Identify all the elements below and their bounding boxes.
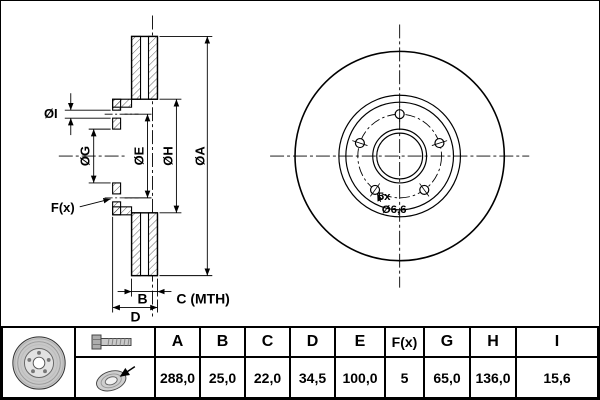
value-cell-i: 15,6: [543, 369, 571, 386]
dimension-table: A B C D E F(x) G H I 288,0 25,0 22,0 34,…: [1, 326, 599, 399]
bolt-icon: [76, 328, 156, 358]
value-cell-h: 136,0: [471, 358, 517, 397]
header-cell-c: C: [246, 328, 291, 358]
value-cell-c: 22,0: [246, 358, 291, 397]
header-cell-a: A: [156, 328, 201, 358]
brake-disc-icon-graphic: [11, 335, 66, 390]
dim-label-b: B: [137, 291, 147, 307]
value-cell-d: 34,5: [291, 358, 336, 397]
dim-label-fx: F(x): [51, 200, 75, 215]
brake-disc-icon: [3, 328, 76, 397]
header-cell-fx: F(x): [386, 328, 425, 358]
header-cell-i: I: [517, 328, 597, 358]
technical-drawing: ØA ØH ØE ØG ØI F(x): [44, 15, 530, 324]
header-cell-d: D: [291, 328, 336, 358]
dim-label-dia-h: ØH: [160, 146, 175, 165]
value-cell-fx: 5: [386, 358, 425, 397]
dim-label-dia-g: ØG: [78, 146, 93, 166]
disc-mounting-icon: [76, 358, 156, 397]
dim-label-dia-e: ØE: [132, 146, 147, 165]
dim-label-dia-a: ØA: [192, 146, 207, 165]
header-cell-g: G: [425, 328, 471, 358]
bolt-icon-graphic: [91, 334, 132, 350]
value-cell-a: 288,0: [156, 358, 201, 397]
hole-count-label: 5x: [378, 191, 391, 203]
dim-label-d: D: [131, 308, 141, 324]
dim-label-dia-i: ØI: [44, 106, 58, 121]
disc-mounting-icon-graphic: [96, 365, 136, 391]
header-cell-e: E: [336, 328, 386, 358]
value-cell-e: 100,0: [336, 358, 386, 397]
dim-label-c-mth: C (MTH): [176, 291, 229, 307]
front-view: 5x Ø6,6: [270, 24, 530, 288]
value-cell-b: 25,0: [201, 358, 246, 397]
header-cell-b: B: [201, 328, 246, 358]
value-cell-g: 65,0: [425, 358, 471, 397]
hole-diameter-label: Ø6,6: [382, 204, 407, 216]
cross-section-view: ØA ØH ØE ØG ØI F(x): [44, 15, 230, 324]
header-cell-h: H: [471, 328, 517, 358]
